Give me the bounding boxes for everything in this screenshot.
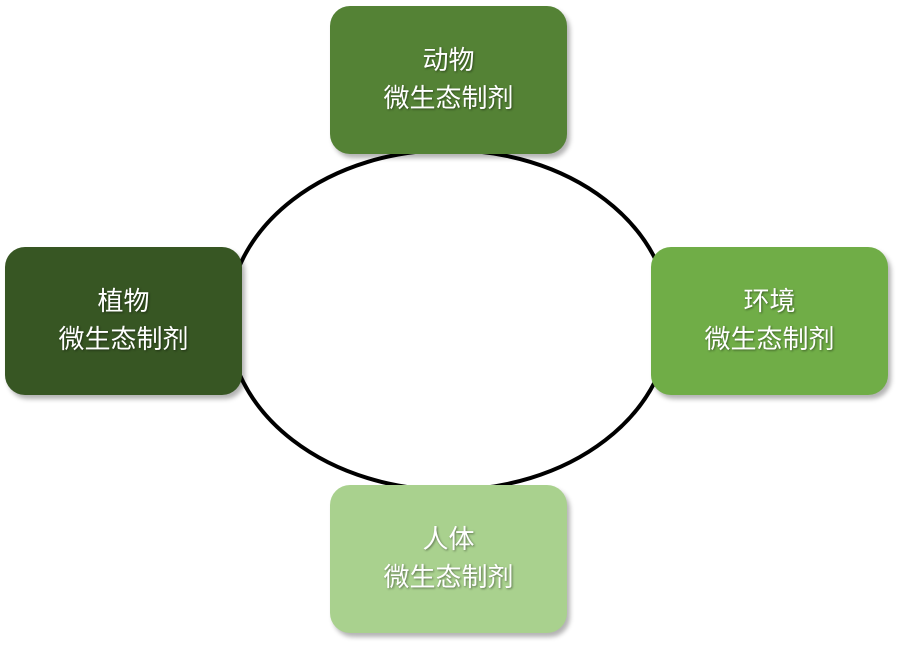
node-animal-title: 动物: [422, 46, 475, 76]
node-human-title: 人体: [422, 525, 475, 555]
node-environment-subtitle: 微生态制剂: [704, 325, 835, 355]
node-environment-title: 环境: [743, 287, 796, 317]
node-plant-subtitle: 微生态制剂: [58, 325, 189, 355]
node-plant: 植物 微生态制剂: [5, 247, 242, 395]
node-animal-subtitle: 微生态制剂: [383, 84, 514, 114]
node-animal: 动物 微生态制剂: [330, 6, 567, 154]
node-plant-title: 植物: [97, 287, 150, 317]
node-environment: 环境 微生态制剂: [651, 247, 888, 395]
node-human: 人体 微生态制剂: [330, 485, 567, 633]
node-human-subtitle: 微生态制剂: [383, 563, 514, 593]
